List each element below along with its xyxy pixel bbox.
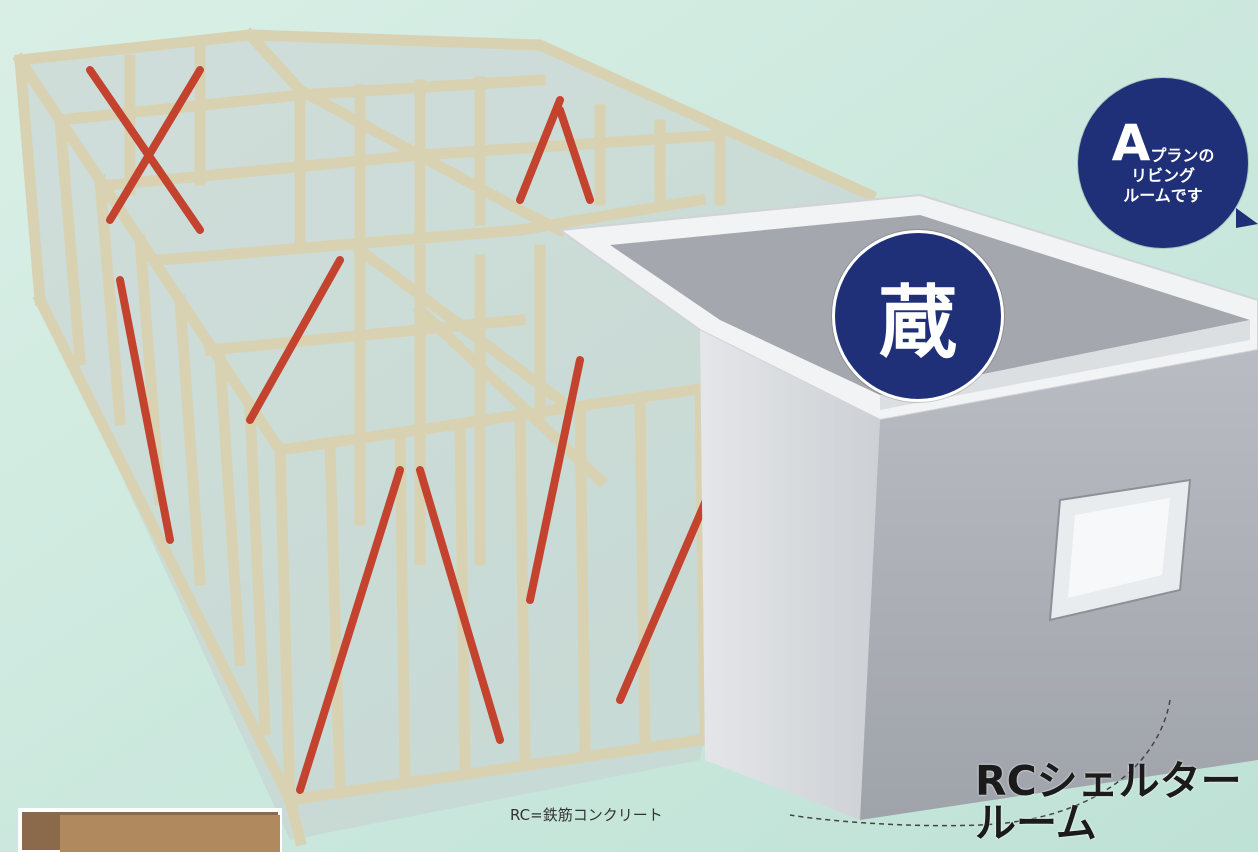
leader-line: [789, 699, 1171, 827]
bubble-tail: [1236, 208, 1258, 228]
plan-text-line3: ルームです: [1123, 186, 1203, 205]
kura-storehouse-badge: 蔵: [832, 230, 1004, 402]
shelter-label-line1: RCシェルター: [975, 757, 1242, 805]
plan-letter: A: [1111, 114, 1151, 172]
rc-shelter-room-label: RCシェルター ルーム: [975, 760, 1255, 844]
shelter-label-line2: ルーム: [975, 799, 1097, 847]
kura-label: 蔵: [878, 277, 957, 368]
plan-text-line1: プランの: [1150, 146, 1215, 165]
plan-a-speech-bubble: A プランの リビング ルームです: [1078, 78, 1258, 248]
plan-text-line2: リビング: [1130, 166, 1195, 185]
rc-definition-note: RC=鉄筋コンクリート: [510, 806, 663, 824]
